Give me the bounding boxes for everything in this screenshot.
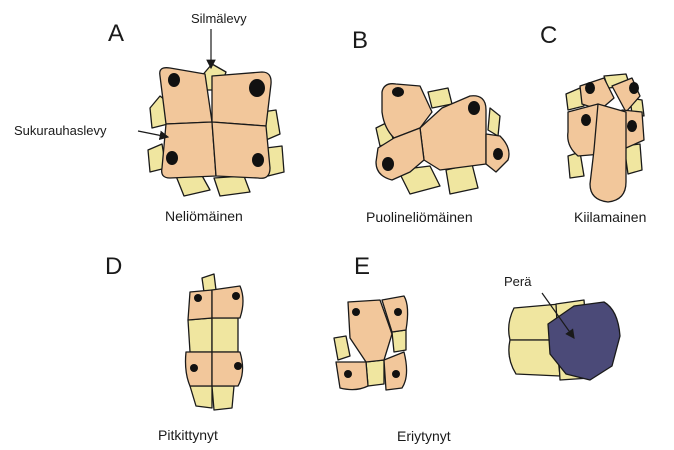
genital-plate bbox=[188, 290, 212, 320]
ocular-plate bbox=[624, 144, 642, 174]
genital-pore bbox=[468, 101, 480, 115]
genital-pore bbox=[234, 362, 242, 370]
genital-pore bbox=[493, 148, 503, 160]
ocular-plate bbox=[212, 386, 234, 410]
panel-letter-b: B bbox=[352, 27, 368, 54]
genital-pore bbox=[168, 73, 180, 87]
panel-caption-a: Neliömäinen bbox=[165, 208, 243, 224]
genital-plate bbox=[336, 362, 368, 390]
genital-plate bbox=[162, 122, 216, 178]
ocular-plate bbox=[366, 360, 384, 386]
genital-pore bbox=[627, 120, 637, 132]
stalk-detail bbox=[509, 300, 620, 380]
genital-pore bbox=[190, 364, 198, 372]
genital-pore bbox=[344, 370, 352, 378]
genital-pore bbox=[392, 87, 404, 97]
apical-disc-quadrate bbox=[148, 64, 284, 196]
ocular-plate bbox=[334, 336, 350, 360]
genital-pore bbox=[249, 79, 265, 97]
stalk-label: Perä bbox=[504, 274, 532, 289]
ocular-plate bbox=[212, 318, 238, 352]
genital-pore bbox=[194, 294, 202, 302]
genital-pore bbox=[382, 157, 394, 171]
genital-pore bbox=[352, 308, 360, 316]
apical-disc-subquadrate bbox=[376, 84, 509, 194]
genital-plate bbox=[160, 68, 212, 124]
genital-pore bbox=[392, 370, 400, 378]
ocular-plate bbox=[188, 318, 212, 352]
genital-plate bbox=[212, 72, 271, 126]
panel-letter-a: A bbox=[108, 20, 124, 47]
ocular-plate bbox=[190, 386, 212, 408]
ocular-plate bbox=[392, 330, 406, 352]
genital-pore bbox=[629, 82, 639, 94]
panel-caption-e: Eriytynyt bbox=[397, 428, 451, 444]
apical-disc-cuneate bbox=[566, 74, 644, 202]
genital-pore bbox=[394, 308, 402, 316]
apical-disc-differentiated bbox=[334, 296, 408, 390]
ocular-plate bbox=[214, 176, 250, 196]
genital-pore bbox=[252, 153, 264, 167]
genital-plate-label: Sukurauhaslevy bbox=[14, 123, 107, 138]
panel-letter-d: D bbox=[105, 253, 122, 280]
apical-disc-elongate bbox=[186, 274, 244, 410]
panel-letter-e: E bbox=[354, 253, 370, 280]
panel-caption-c: Kiilamainen bbox=[574, 209, 646, 225]
genital-pore bbox=[166, 151, 178, 165]
eye-plate-label: Silmälevy bbox=[191, 11, 247, 26]
genital-plate bbox=[212, 122, 270, 178]
genital-plate bbox=[212, 286, 243, 318]
genital-plate-arrow bbox=[138, 131, 168, 137]
panel-caption-b: Puolineliömäinen bbox=[366, 209, 473, 225]
genital-plate bbox=[186, 352, 213, 386]
panel-letter-c: C bbox=[540, 22, 557, 49]
genital-pore bbox=[585, 82, 595, 94]
genital-pore bbox=[232, 292, 240, 300]
ocular-plate bbox=[488, 108, 500, 136]
genital-pore bbox=[581, 114, 591, 126]
panel-caption-d: Pitkittynyt bbox=[158, 427, 218, 443]
